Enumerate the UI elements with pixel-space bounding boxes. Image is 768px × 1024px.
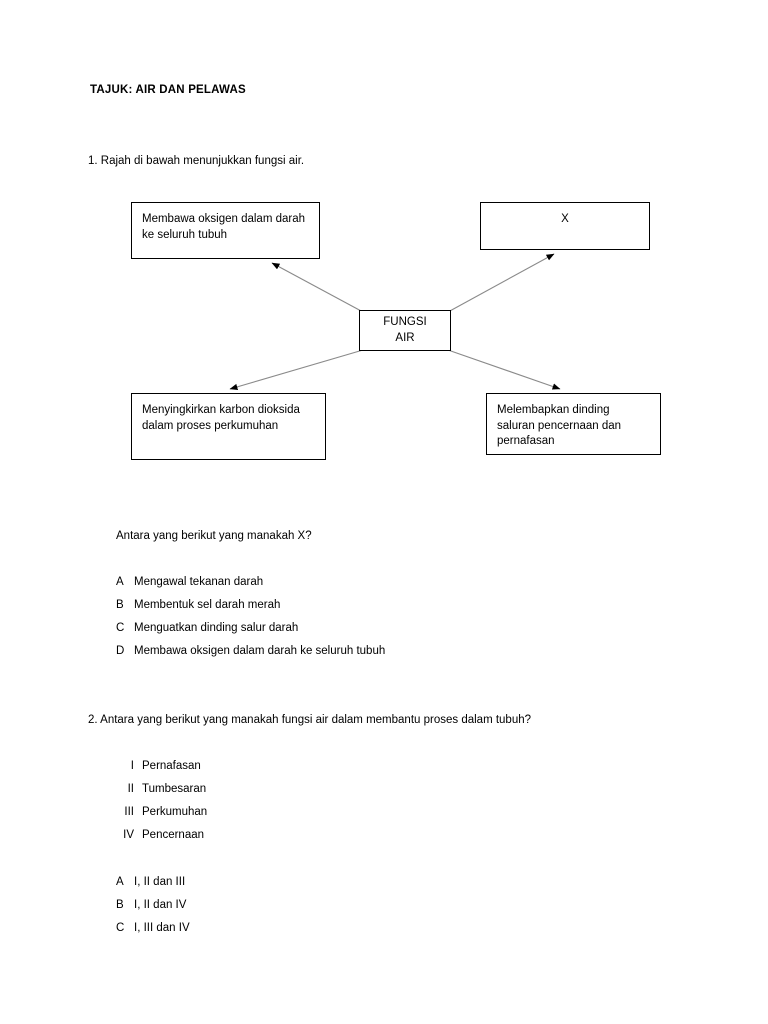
connector-center-to-bottom-right (447, 349, 561, 390)
option-row[interactable]: C I, III dan IV (116, 922, 190, 945)
option-text: I, II dan III (134, 876, 186, 888)
option-text: Mengawal tekanan darah (134, 576, 264, 588)
option-text: I, II dan IV (134, 899, 187, 911)
list-item: IV Pencernaan (108, 829, 207, 852)
fungsi-air-diagram: Membawa oksigen dalam darah ke seluruh t… (120, 190, 680, 480)
diagram-box-bottom-right: Melembapkan dinding saluran pencernaan d… (486, 393, 661, 455)
diagram-box-top-right-unknown: X (480, 202, 650, 250)
option-key: C (116, 622, 125, 634)
option-row[interactable]: A I, II dan III (116, 876, 190, 899)
list-item-text: Tumbesaran (142, 783, 207, 795)
page-title: TAJUK: AIR DAN PELAWAS (90, 84, 246, 96)
option-key: C (116, 922, 125, 934)
option-key: B (116, 599, 124, 611)
question-2-statement-list: I Pernafasan II Tumbesaran III Perkumuha… (108, 760, 207, 852)
option-key: A (116, 876, 124, 888)
diagram-box-center-text: FUNGSI AIR (383, 315, 426, 346)
question-2-stem: 2. Antara yang berikut yang manakah fung… (88, 714, 532, 726)
diagram-box-bottom-left-text: Menyingkirkan karbon dioksida dalam pros… (142, 404, 300, 432)
list-item-numeral: IV (123, 829, 134, 841)
list-item-numeral: III (124, 806, 134, 818)
list-item-text: Perkumuhan (142, 806, 208, 818)
question-1-stem: 1. Rajah di bawah menunjukkan fungsi air… (88, 155, 305, 167)
question-1-options: A Mengawal tekanan darah B Membentuk sel… (116, 576, 385, 668)
connector-center-to-bottom-left (229, 349, 364, 390)
connector-center-to-top-right (447, 253, 555, 313)
connector-center-to-top-left (271, 262, 364, 313)
list-item: I Pernafasan (108, 760, 207, 783)
option-text: Membentuk sel darah merah (134, 599, 281, 611)
diagram-box-bottom-left: Menyingkirkan karbon dioksida dalam pros… (131, 393, 326, 460)
list-item: III Perkumuhan (108, 806, 207, 829)
diagram-connectors (229, 253, 561, 390)
diagram-box-bottom-right-text: Melembapkan dinding saluran pencernaan d… (497, 404, 622, 447)
question-1-lead: Antara yang berikut yang manakah X? (116, 530, 312, 542)
list-item-numeral: II (127, 783, 134, 795)
option-text: I, III dan IV (134, 922, 190, 934)
diagram-center-line-2: AIR (395, 331, 415, 344)
list-item: II Tumbesaran (108, 783, 207, 806)
option-text: Menguatkan dinding salur darah (134, 622, 299, 634)
option-key: D (116, 645, 125, 657)
diagram-box-center: FUNGSI AIR (359, 310, 451, 351)
option-row[interactable]: B I, II dan IV (116, 899, 190, 922)
option-text: Membawa oksigen dalam darah ke seluruh t… (134, 645, 386, 657)
option-row[interactable]: D Membawa oksigen dalam darah ke seluruh… (116, 645, 385, 668)
option-row[interactable]: A Mengawal tekanan darah (116, 576, 385, 599)
diagram-center-line-1: FUNGSI (383, 316, 427, 328)
list-item-text: Pencernaan (142, 829, 205, 841)
option-row[interactable]: B Membentuk sel darah merah (116, 599, 385, 622)
question-2-options: A I, II dan III B I, II dan IV C I, III … (116, 876, 190, 945)
diagram-box-top-right-text: X (561, 213, 569, 225)
option-row[interactable]: C Menguatkan dinding salur darah (116, 622, 385, 645)
list-item-numeral: I (130, 760, 134, 772)
diagram-box-top-left-text: Membawa oksigen dalam darah ke seluruh t… (142, 213, 306, 241)
option-key: B (116, 899, 124, 911)
option-key: A (116, 576, 124, 588)
list-item-text: Pernafasan (142, 760, 201, 772)
diagram-box-top-left: Membawa oksigen dalam darah ke seluruh t… (131, 202, 320, 259)
